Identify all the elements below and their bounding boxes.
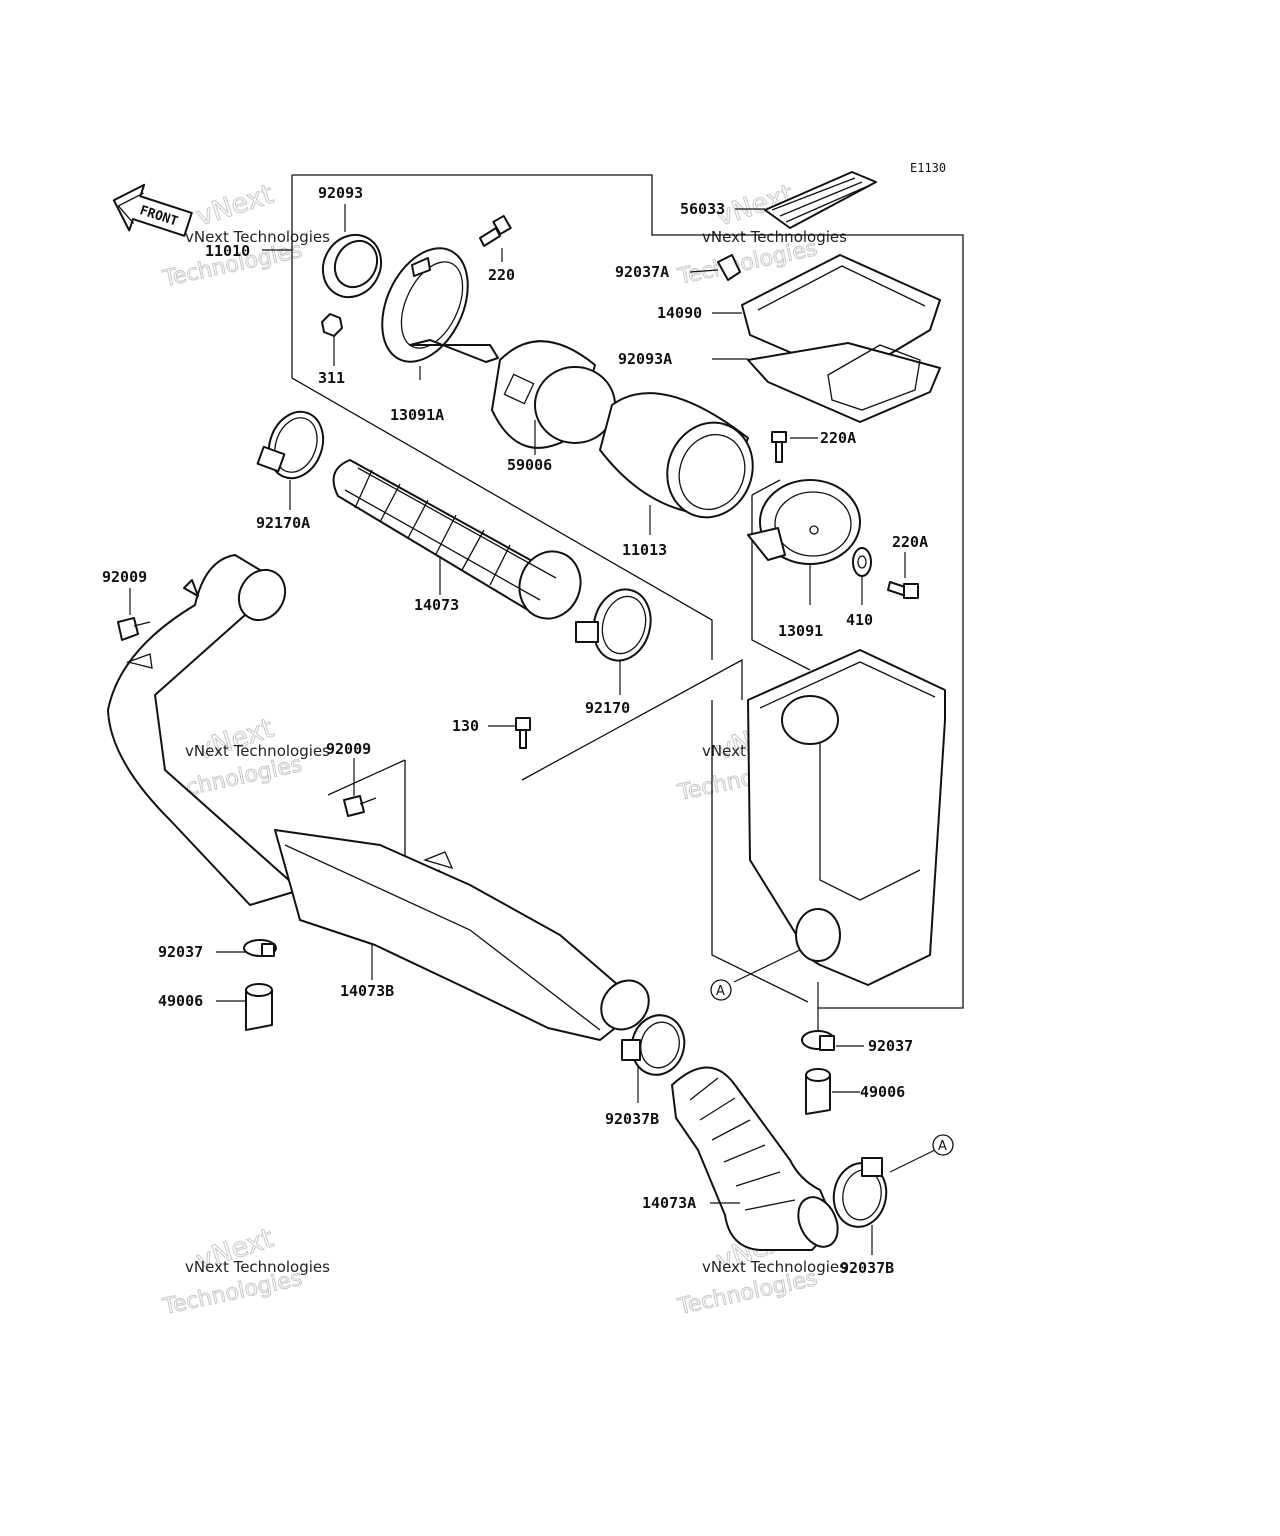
watermark-text: vNext Technologies xyxy=(702,1258,847,1276)
duct-14073B xyxy=(274,829,650,1041)
clamp-92170A xyxy=(256,410,325,480)
cap-13091 xyxy=(747,479,861,565)
clamp-92037B-bottom xyxy=(832,1157,888,1228)
bolt-92009-top xyxy=(117,579,199,641)
watermark-text: vNext Technologies xyxy=(185,228,330,246)
diagram-code: E1130 xyxy=(910,161,946,175)
filter-11013 xyxy=(599,392,754,519)
label-220: 220 xyxy=(488,266,515,284)
airbox-housing xyxy=(747,649,946,986)
clamp-92170 xyxy=(575,588,652,662)
hose-49006-right xyxy=(805,1068,831,1115)
label-92037-right: 92037 xyxy=(868,1037,913,1055)
label-410: 410 xyxy=(846,611,873,629)
label-14090: 14090 xyxy=(657,304,702,322)
clamp-92037B-mid xyxy=(621,1014,686,1076)
ref-marker-label: A xyxy=(716,984,725,999)
label-14073: 14073 xyxy=(414,596,459,614)
ref-marker-a-1: A xyxy=(710,979,732,1001)
clip-92037A xyxy=(717,254,741,281)
ref-marker-label: A xyxy=(938,1139,947,1154)
label-13091: 13091 xyxy=(778,622,823,640)
front-arrow-icon: FRONT xyxy=(112,183,193,237)
label-49006-left: 49006 xyxy=(158,992,203,1010)
watermark-text: vNext Technologies xyxy=(185,1258,330,1276)
label-92093A: 92093A xyxy=(618,350,672,368)
label-13091A: 13091A xyxy=(390,406,444,424)
filter-59006 xyxy=(491,340,616,449)
watermark-text: vNext Technologies xyxy=(185,742,330,760)
label-311: 311 xyxy=(318,369,345,387)
assembly-frame xyxy=(291,174,964,1009)
pad-56033 xyxy=(764,171,877,229)
label-92009-mid: 92009 xyxy=(326,740,371,758)
label-92037-left: 92037 xyxy=(158,943,203,961)
bolt-92009-mid xyxy=(343,795,377,817)
leader-lines xyxy=(129,204,936,1255)
bolt-220A-top xyxy=(771,431,787,463)
label-11010: 11010 xyxy=(205,242,250,260)
label-14073B: 14073B xyxy=(340,982,394,1000)
label-92009-top: 92009 xyxy=(102,568,147,586)
bolt-130 xyxy=(515,717,531,749)
bolt-220 xyxy=(479,214,512,247)
ring-92093 xyxy=(321,233,383,299)
label-92093: 92093 xyxy=(318,184,363,202)
duct-14073A xyxy=(671,1066,839,1251)
watermark-vnext: vNext xyxy=(193,179,278,233)
label-92037B-bottom: 92037B xyxy=(840,1259,894,1277)
label-92037A: 92037A xyxy=(615,263,669,281)
clip-92037-left xyxy=(243,939,277,957)
lid-14090 xyxy=(741,254,941,379)
cover-13091A xyxy=(381,247,499,363)
label-14073A: 14073A xyxy=(642,1194,696,1212)
label-92170A: 92170A xyxy=(256,514,310,532)
duct-14073 xyxy=(332,459,582,620)
hose-49006-left xyxy=(245,983,273,1031)
bolt-220A-side xyxy=(887,581,919,599)
label-220A-top: 220A xyxy=(820,429,856,447)
ref-marker-a-2: A xyxy=(932,1134,954,1156)
label-56033: 56033 xyxy=(680,200,725,218)
gasket-92093A xyxy=(747,342,941,423)
watermark-text: vNext Technologies xyxy=(702,228,847,246)
part-labels: 92093 11010 220 311 13091A 59006 56033 9… xyxy=(102,184,928,1277)
label-49006-right: 49006 xyxy=(860,1083,905,1101)
clip-92037-right xyxy=(801,1030,835,1051)
label-92170: 92170 xyxy=(585,699,630,717)
washer-410 xyxy=(852,547,872,577)
label-92037B-mid: 92037B xyxy=(605,1110,659,1128)
label-220A-side: 220A xyxy=(892,533,928,551)
label-130: 130 xyxy=(452,717,479,735)
intake-tube xyxy=(107,554,301,906)
nut-311 xyxy=(321,313,343,337)
label-59006: 59006 xyxy=(507,456,552,474)
label-11013: 11013 xyxy=(622,541,667,559)
